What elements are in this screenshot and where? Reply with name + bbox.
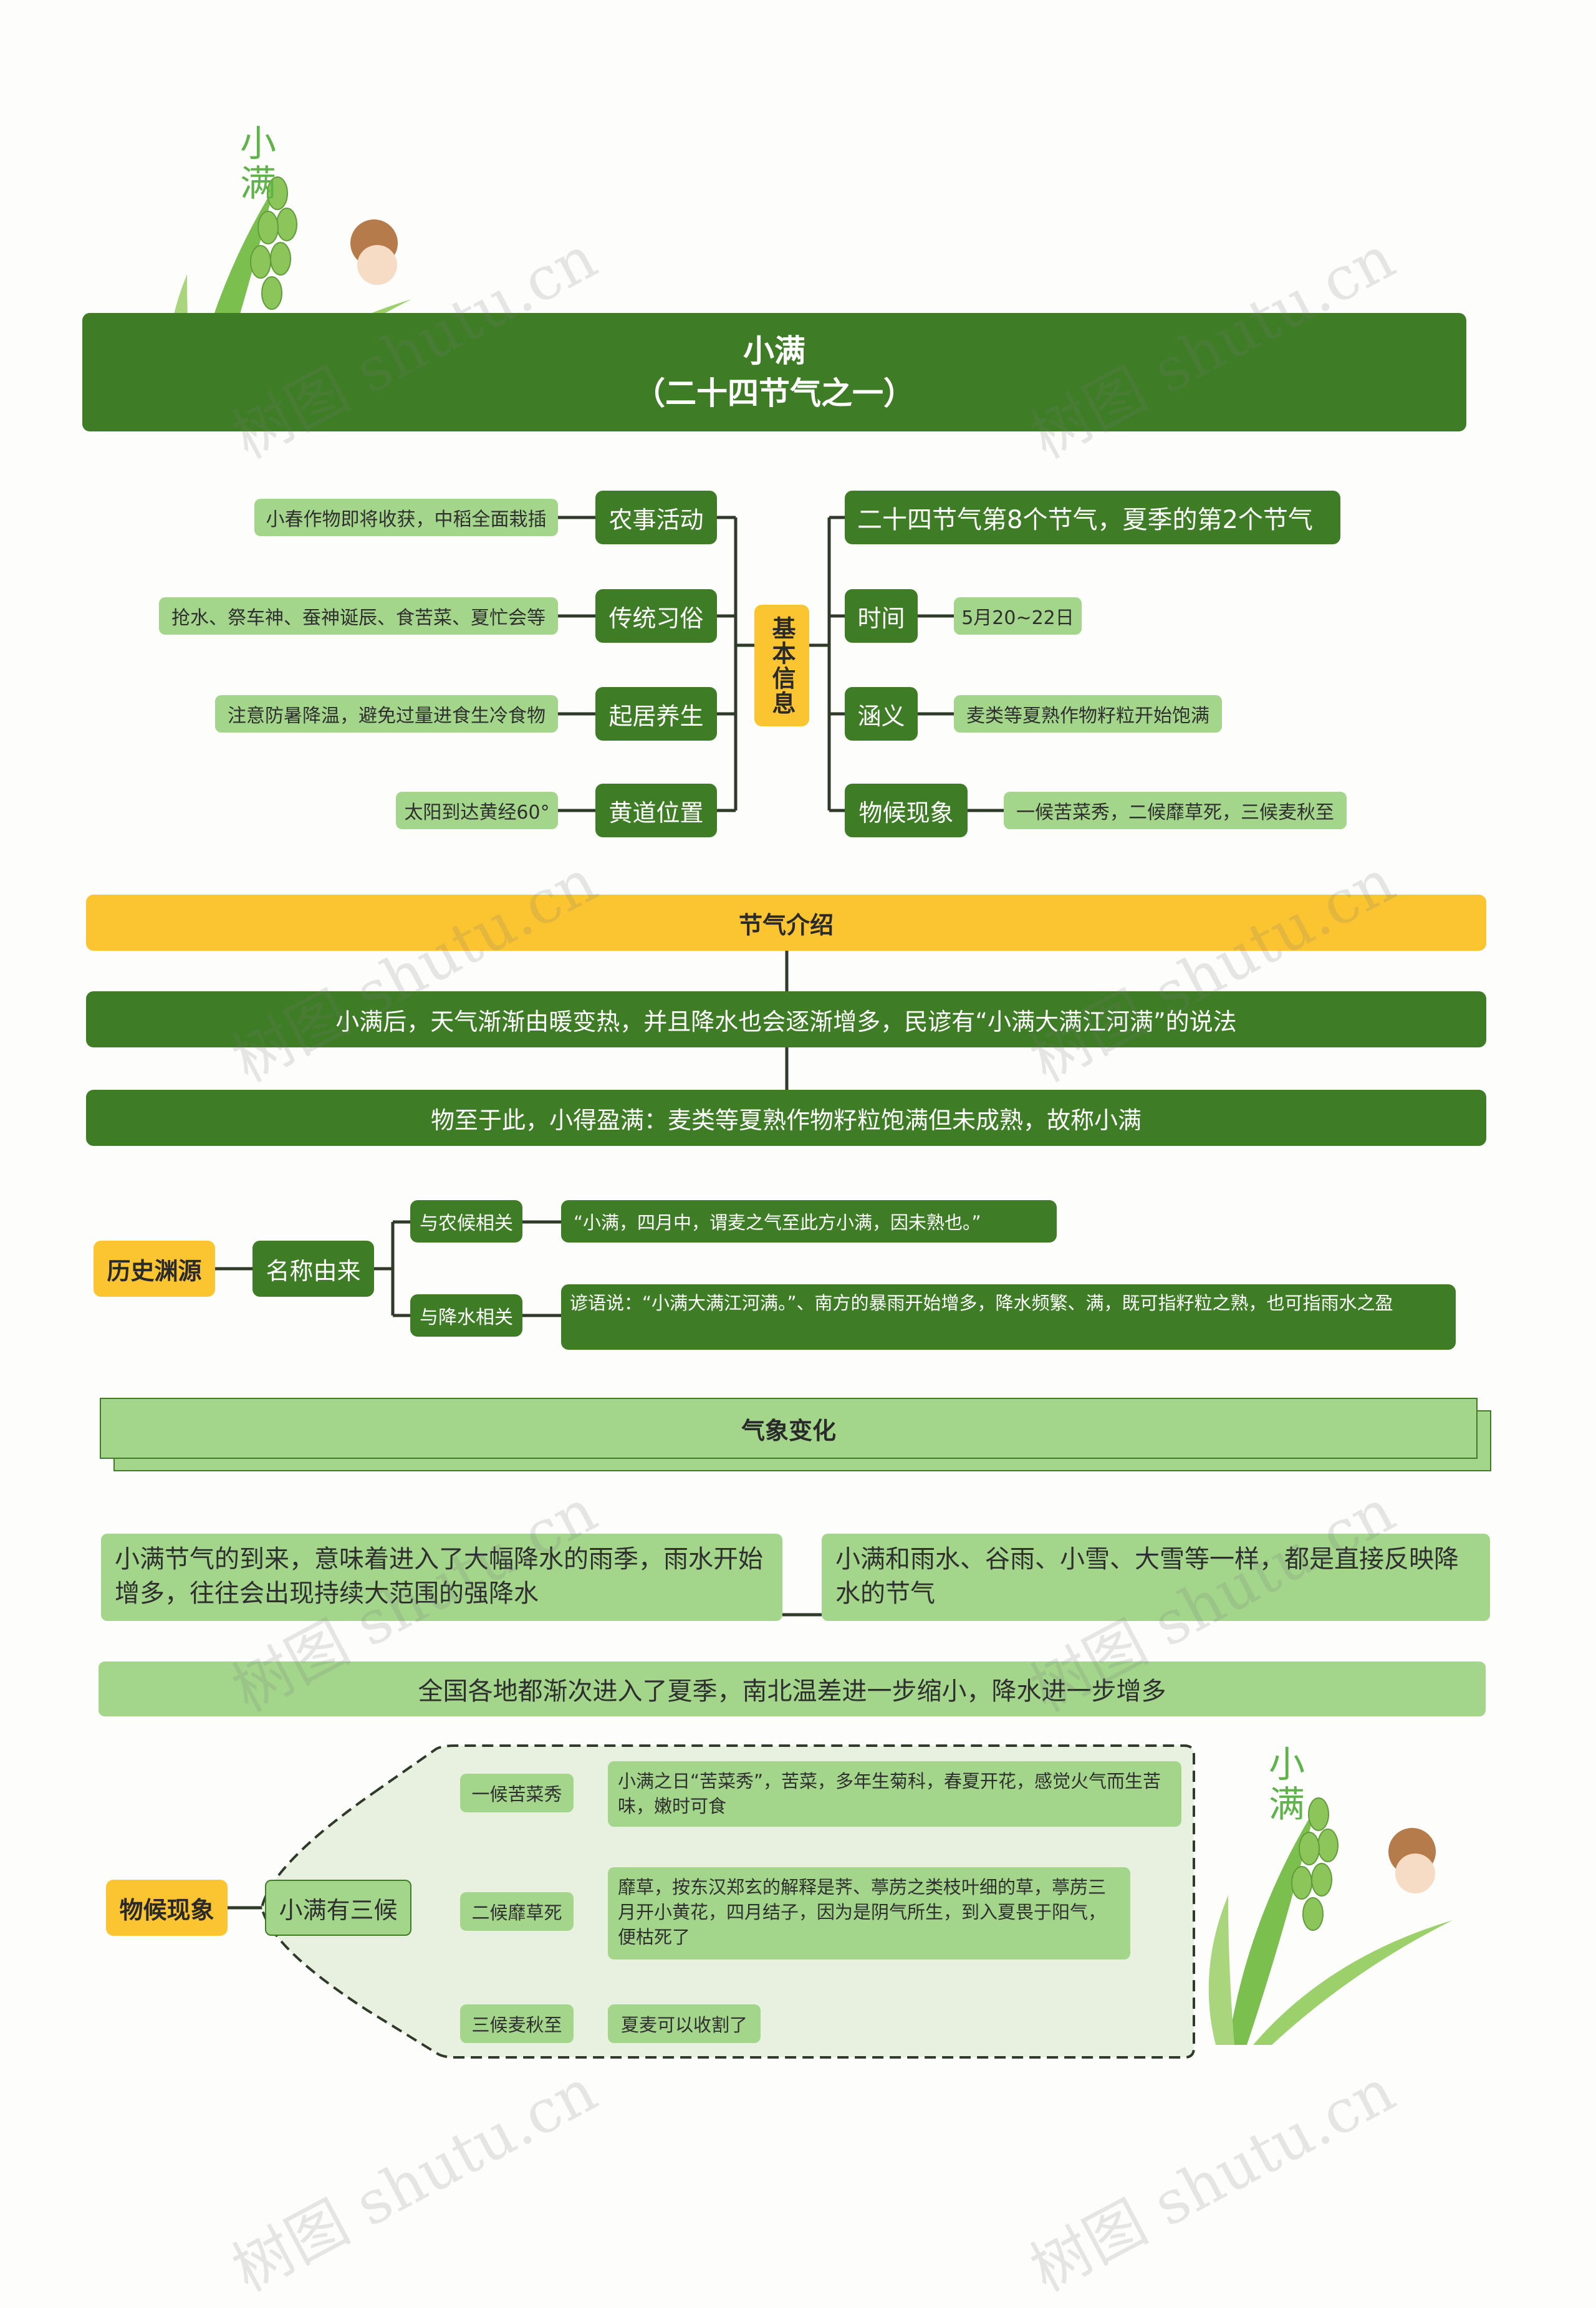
phenology-three-periods: 小满有三候 — [265, 1880, 411, 1936]
history-detail-rain: 谚语说：“小满大满江河满。”、南方的暴雨开始增多，降水频繁、满，既可指籽粒之熟，… — [561, 1284, 1456, 1350]
phenology-detail-1: 小满之日“苦菜秀”，苦菜，多年生菊科，春夏开花，感觉火气而生苦味，嫩时可食 — [608, 1761, 1181, 1827]
history-branch-climate: 与农候相关 — [410, 1200, 522, 1243]
topic-health: 起居养生 — [595, 687, 717, 741]
phenology-branch-1: 一候苦菜秀 — [460, 1774, 574, 1812]
history-detail-climate: “小满，四月中，谓麦之气至此方小满，因未熟也。” — [561, 1200, 1057, 1243]
weather-rain-season: 小满节气的到来，意味着进入了大幅降水的雨季，雨水开始增多，往往会出现持续大范围的… — [101, 1534, 782, 1621]
topic-phenology: 物候现象 — [845, 784, 968, 837]
topic-meaning: 涵义 — [845, 687, 918, 741]
page-title: 小满 — [743, 330, 805, 372]
detail-time: 5月20~22日 — [954, 597, 1082, 635]
phenology-branch-3: 三候麦秋至 — [460, 2004, 574, 2043]
detail-ecliptic: 太阳到达黄经60° — [396, 792, 558, 829]
topic-time: 时间 — [845, 589, 918, 643]
topic-ecliptic: 黄道位置 — [595, 784, 717, 837]
intro-item-2: 物至于此，小得盈满：麦类等夏熟作物籽粒饱满但未成熟，故称小满 — [86, 1090, 1486, 1146]
basic-info-center-node: 基本信息 — [754, 605, 809, 726]
plant-label-text: 小满 — [240, 122, 276, 204]
weather-title: 气象变化 — [100, 1398, 1478, 1459]
phenology-detail-2: 靡草，按东汉郑玄的解释是荠、葶苈之类枝叶细的草，葶苈三月开小黄花，四月结子，因为… — [608, 1867, 1130, 1959]
page-subtitle: （二十四节气之一） — [634, 372, 915, 415]
detail-meaning: 麦类等夏熟作物籽粒开始饱满 — [954, 695, 1222, 733]
topic-customs: 传统习俗 — [595, 589, 717, 643]
intro-item-1: 小满后，天气渐渐由暖变热，并且降水也会逐渐增多，民谚有“小满大满江河满”的说法 — [86, 991, 1486, 1047]
topic-farming: 农事活动 — [595, 491, 717, 544]
phenology-detail-3: 夏麦可以收割了 — [608, 2004, 761, 2043]
phenology-branch-2: 二候靡草死 — [460, 1892, 574, 1931]
detail-customs: 抢水、祭车神、蚕神诞辰、食苦菜、夏忙会等 — [159, 597, 558, 635]
plant-label-text-bottom: 小满 — [1269, 1743, 1305, 1825]
history-branch-rain: 与降水相关 — [410, 1294, 522, 1337]
detail-phenology: 一候苦菜秀，二候靡草死，三候麦秋至 — [1004, 792, 1347, 829]
weather-summer: 全国各地都渐次进入了夏季，南北温差进一步缩小，降水进一步增多 — [99, 1661, 1486, 1716]
phenology-title: 物候现象 — [106, 1880, 228, 1936]
history-title: 历史渊源 — [94, 1241, 215, 1297]
detail-health: 注意防暑降温，避免过量进食生冷食物 — [215, 695, 558, 733]
topic-term-order: 二十四节气第8个节气，夏季的第2个节气 — [845, 491, 1340, 544]
history-name-origin: 名称由来 — [252, 1241, 374, 1297]
weather-rain-terms: 小满和雨水、谷雨、小雪、大雪等一样，都是直接反映降水的节气 — [822, 1534, 1490, 1621]
detail-farming: 小春作物即将收获，中稻全面栽插 — [254, 499, 558, 536]
intro-title: 节气介绍 — [86, 895, 1486, 951]
page-title-banner: 小满 （二十四节气之一） — [82, 313, 1466, 431]
wheat-plant-illustration-bottom: 小满 — [1191, 1733, 1502, 2057]
